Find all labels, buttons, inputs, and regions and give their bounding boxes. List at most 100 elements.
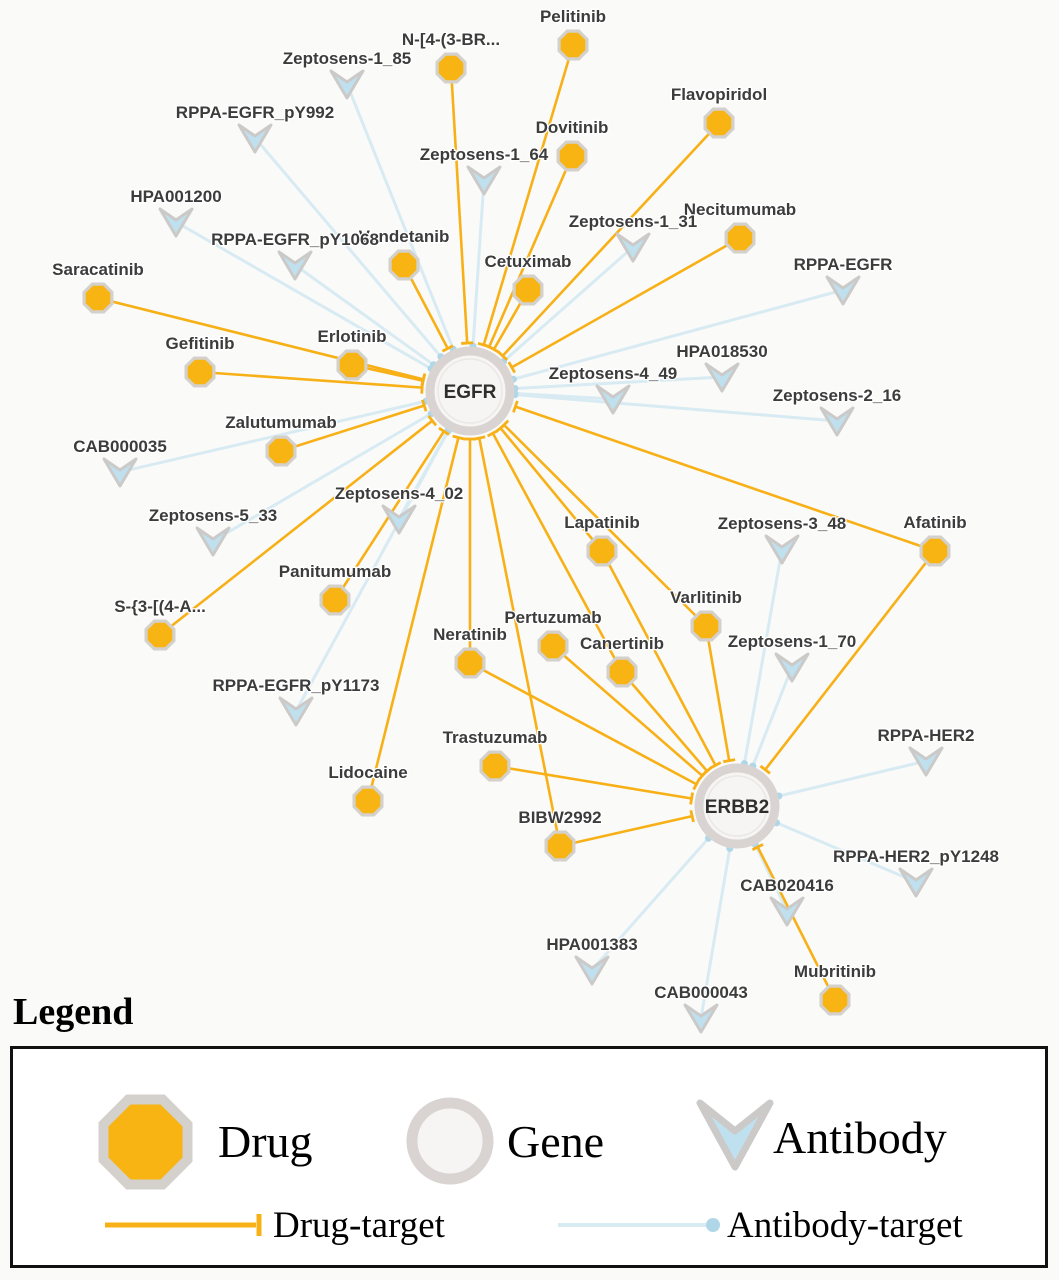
antibody-node-cab000043[interactable] bbox=[683, 1003, 719, 1034]
antibody-node-zeptosens-1_70[interactable] bbox=[774, 652, 810, 683]
drug-label-panitumumab: Panitumumab bbox=[279, 562, 391, 581]
gene-label-EGFR: EGFR bbox=[444, 382, 497, 403]
drug-target-edge-trastuzumab-ERBB2 bbox=[494, 764, 694, 805]
antibody-node-hpa001200[interactable] bbox=[158, 207, 194, 238]
drug-label-mubritinib: Mubritinib bbox=[794, 962, 876, 981]
drug-target-edge-varlitinib-ERBB2 bbox=[704, 625, 736, 764]
drug-target-edge-pertuzumab-ERBB2 bbox=[552, 645, 708, 782]
antibody-label-zeptosens-1_85: Zeptosens-1_85 bbox=[283, 49, 412, 68]
antibody-target-edge-zeptosens-1_64 bbox=[469, 179, 486, 350]
antibody-node-zeptosens-1_64[interactable] bbox=[466, 165, 502, 196]
drug-label-s-3-4-a: S-{3-[(4-A... bbox=[114, 597, 206, 616]
drug-node-varlitinib[interactable] bbox=[690, 610, 722, 642]
drug-node-afatinib[interactable] bbox=[919, 535, 951, 567]
drug-node-lapatinib[interactable] bbox=[586, 535, 618, 567]
drug-target-edge-saracatinib-EGFR bbox=[97, 296, 427, 386]
antibody-target-edge-cab000035 bbox=[119, 397, 430, 474]
antibody-node-hpa018530[interactable] bbox=[704, 362, 740, 393]
drug-node-mubritinib[interactable] bbox=[819, 984, 851, 1016]
antibody-node-rppa-egfr_py1173[interactable] bbox=[278, 696, 314, 727]
antibody-target-edge-zeptosens-2_16 bbox=[511, 391, 838, 423]
gene-node-EGFR[interactable] bbox=[425, 346, 515, 436]
gene-node-ERBB2[interactable] bbox=[694, 763, 780, 849]
drug-node-dovitinib[interactable] bbox=[556, 140, 588, 172]
label-layer: PelitinibN-[4-(3-BR...FlavopiridolDoviti… bbox=[51, 6, 1000, 1004]
drug-target-edge-zalutumumab-EGFR bbox=[280, 399, 428, 453]
legend-svg: Drug Gene Antibody Drug-target Antibody-… bbox=[98, 1094, 963, 1246]
antibody-target-edge-hpa001200 bbox=[175, 220, 435, 373]
antibody-node-rppa-her2_py1248[interactable] bbox=[898, 867, 934, 898]
drug-target-edge-gefitinib-EGFR bbox=[199, 370, 424, 394]
drug-node-gefitinib[interactable] bbox=[184, 356, 216, 388]
drug-node-lidocaine[interactable] bbox=[352, 785, 384, 817]
drug-node-saracatinib[interactable] bbox=[82, 282, 114, 314]
drug-target-edge-lidocaine-EGFR bbox=[366, 434, 465, 802]
antibody-label-zeptosens-3_48: Zeptosens-3_48 bbox=[718, 514, 847, 533]
antibody-node-zeptosens-2_16[interactable] bbox=[819, 406, 855, 437]
antibody-node-zeptosens-4_02[interactable] bbox=[381, 504, 417, 535]
drug-target-edge-n-4-3-br-EGFR bbox=[449, 67, 474, 345]
antibody-label-zeptosens-4_49: Zeptosens-4_49 bbox=[549, 364, 678, 383]
antibody-label-hpa001383: HPA001383 bbox=[546, 935, 637, 954]
drug-node-canertinib[interactable] bbox=[606, 656, 638, 688]
antibody-node-cab000035[interactable] bbox=[102, 457, 138, 488]
antibody-label-rppa-egfr_py1173: RPPA-EGFR_pY1173 bbox=[213, 676, 380, 695]
drug-target-edge-afatinib-ERBB2 bbox=[759, 550, 937, 775]
drug-target-edge-canertinib-EGFR bbox=[486, 429, 624, 673]
drug-target-edge-flavopiridol-EGFR bbox=[497, 122, 720, 361]
drug-node-erlotinib[interactable] bbox=[336, 349, 368, 381]
drug-legend-label: Drug bbox=[218, 1116, 313, 1167]
antibody-label-rppa-her2: RPPA-HER2 bbox=[878, 726, 975, 745]
antibody-target-edge-rppa-her2_py1248 bbox=[773, 819, 917, 884]
drug-target-edge-mubritinib-ERBB2 bbox=[751, 843, 837, 1001]
drug-target-edge-neratinib-ERBB2 bbox=[469, 661, 701, 791]
antibody-label-zeptosens-2_16: Zeptosens-2_16 bbox=[773, 386, 902, 405]
antibody-node-cab020416[interactable] bbox=[769, 896, 805, 927]
drug-label-bibw2992: BIBW2992 bbox=[518, 808, 601, 827]
drug-label-pertuzumab: Pertuzumab bbox=[504, 608, 601, 627]
drug-edge-layer bbox=[97, 44, 937, 1001]
antibody-node-zeptosens-1_85[interactable] bbox=[329, 69, 365, 100]
antibody-label-hpa001200: HPA001200 bbox=[130, 187, 221, 206]
antibody-target-edge-hpa001383 bbox=[590, 834, 713, 971]
antibody-node-zeptosens-5_33[interactable] bbox=[195, 526, 231, 557]
antibody-label-rppa-egfr_py992: RPPA-EGFR_pY992 bbox=[176, 103, 334, 122]
antibody-node-rppa-egfr[interactable] bbox=[825, 275, 861, 306]
antibody-node-zeptosens-3_48[interactable] bbox=[764, 534, 800, 565]
antibody-node-rppa-egfr_py1068[interactable] bbox=[277, 250, 313, 281]
drug-label-dovitinib: Dovitinib bbox=[536, 118, 609, 137]
drug-node-pertuzumab[interactable] bbox=[537, 630, 569, 662]
drug-node-n-4-3-br[interactable] bbox=[435, 52, 467, 84]
drug-node-panitumumab[interactable] bbox=[319, 584, 351, 616]
drug-node-bibw2992[interactable] bbox=[544, 830, 576, 862]
antibody-node-zeptosens-4_49[interactable] bbox=[595, 384, 631, 415]
drug-label-lapatinib: Lapatinib bbox=[564, 513, 640, 532]
antibody-target-edge-zeptosens-1_70 bbox=[749, 666, 794, 770]
drug-node-zalutumumab[interactable] bbox=[265, 435, 297, 467]
antibody-node-rppa-egfr_py992[interactable] bbox=[237, 123, 273, 154]
antibody-node-zeptosens-1_31[interactable] bbox=[615, 232, 651, 263]
drug-node-flavopiridol[interactable] bbox=[703, 107, 735, 139]
drug-node-cetuximab[interactable] bbox=[512, 274, 544, 306]
drug-label-flavopiridol: Flavopiridol bbox=[671, 85, 767, 104]
drug-label-pelitinib: Pelitinib bbox=[540, 7, 606, 26]
antibody-node-hpa001383[interactable] bbox=[574, 955, 610, 986]
drug-node-pelitinib[interactable] bbox=[557, 29, 589, 61]
drug-target-edge-lapatinib-ERBB2 bbox=[600, 550, 722, 770]
drug-target-edge-necitumumab-EGFR bbox=[507, 236, 741, 374]
drug-node-trastuzumab[interactable] bbox=[479, 750, 511, 782]
drug-label-saracatinib: Saracatinib bbox=[52, 260, 144, 279]
drug-label-erlotinib: Erlotinib bbox=[318, 327, 387, 346]
legend-title: Legend bbox=[13, 991, 134, 1033]
gene-circle-icon bbox=[406, 1097, 494, 1185]
antibody-label-zeptosens-1_70: Zeptosens-1_70 bbox=[728, 632, 857, 651]
drug-node-s-3-4-a[interactable] bbox=[144, 619, 176, 651]
drug-label-neratinib: Neratinib bbox=[433, 625, 507, 644]
drug-target-edge-varlitinib-EGFR bbox=[498, 419, 707, 627]
drug-node-vandetanib[interactable] bbox=[388, 249, 420, 281]
antibody-node-rppa-her2[interactable] bbox=[908, 746, 944, 777]
antibody-edge-layer bbox=[119, 83, 927, 1019]
drug-node-neratinib[interactable] bbox=[454, 647, 486, 679]
drug-node-necitumumab[interactable] bbox=[724, 222, 756, 254]
